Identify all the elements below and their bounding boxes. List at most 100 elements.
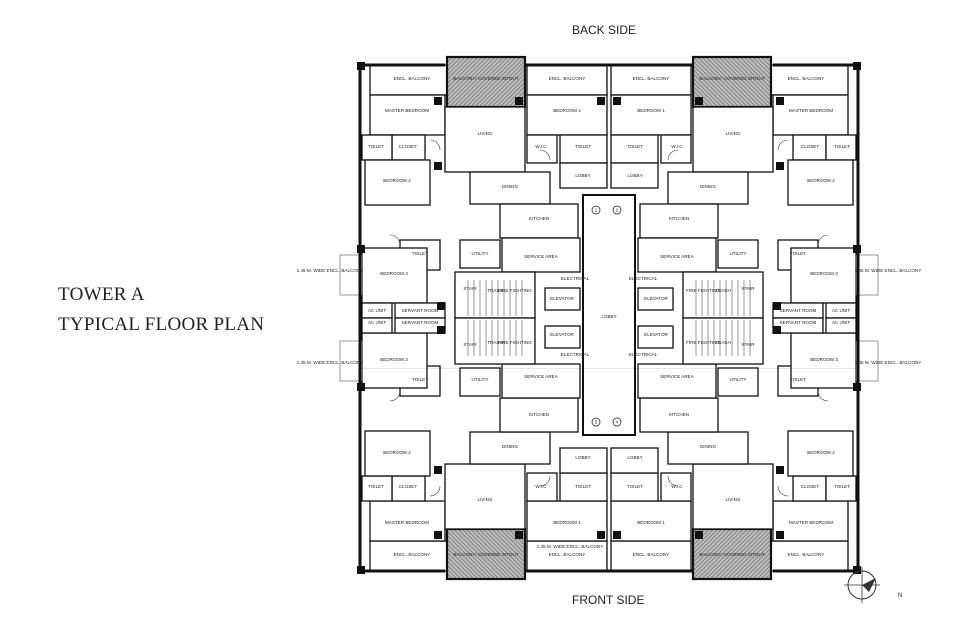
lobby-room (610, 162, 659, 189)
column (853, 245, 861, 253)
room-label-toilet: TOILET (790, 377, 806, 382)
ac-unit-room (361, 317, 393, 334)
room-label-balcony-sitout: BALCONY/ COVERED SITOUT (699, 552, 764, 557)
closet-room (792, 134, 827, 161)
room-label-trash: TRASH (487, 340, 503, 345)
room-label-toilet: TOILET (790, 251, 806, 256)
column (776, 97, 784, 105)
elevator-room (544, 287, 581, 311)
room-label-stair: STAIR (741, 286, 755, 291)
side-balcony (855, 340, 879, 382)
bedroom-3-room (790, 247, 857, 304)
room-label-stair: STAIR (741, 342, 755, 347)
door-swing (777, 139, 789, 151)
room-label-bedroom-1: BEDROOM 1 (637, 108, 665, 113)
dining-room (667, 171, 749, 205)
dining-room (469, 431, 551, 465)
room-label-toilet: TOILET (834, 144, 850, 149)
utility-room (459, 239, 501, 269)
utility-room (717, 239, 759, 269)
lift-number: 4 (616, 420, 619, 425)
utility-room (459, 367, 501, 397)
room-label-living: LIVING (477, 131, 492, 136)
room-label-dining: DINING (700, 444, 717, 449)
side-balcony (339, 254, 363, 296)
room-label-master-bedroom: MASTER BEDROOM (789, 108, 833, 113)
room-label-bedroom-1: BEDROOM 1 (637, 520, 665, 525)
room-label-service-area: SERVICE AREA (524, 254, 559, 259)
service-area-room (637, 363, 717, 399)
column (434, 162, 442, 170)
column (695, 531, 703, 539)
room-label-lobby: LOBBY (575, 455, 590, 460)
kitchen-room (499, 203, 579, 239)
door-swing (539, 149, 551, 161)
column (773, 302, 781, 310)
room-label-wic: W.I.C (671, 484, 683, 489)
lift-lobby-corridor (582, 194, 636, 436)
side-balcony (855, 254, 879, 296)
outer-wall (609, 63, 860, 318)
room-label-living: LIVING (725, 131, 740, 136)
room-label-balcony-sitout: BALCONY/ COVERED SITOUT (453, 552, 518, 557)
room-label-toilet: TOILET (368, 144, 384, 149)
room-label-elevator: ELEVATOR (550, 332, 574, 337)
room-label-ac: AC UNIT (832, 308, 851, 313)
room-label-service-area: SERVICE AREA (660, 374, 695, 379)
room-label-living: LIVING (477, 497, 492, 502)
room-label-closet: CLOSET (801, 144, 820, 149)
room-label-master-bedroom: MASTER BEDROOM (789, 520, 833, 525)
wic-room (660, 134, 692, 164)
room-label-living: LIVING (725, 497, 740, 502)
unit-back-right (609, 55, 879, 319)
servant-room-room (394, 317, 446, 334)
room-label-servant-room: SERVANT ROOM (780, 320, 817, 325)
outer-wall (358, 63, 609, 318)
balcony-sitout-room (445, 55, 527, 109)
room-label-dining: DINING (700, 184, 717, 189)
living-room (692, 463, 774, 530)
kitchen-room (639, 397, 719, 433)
room-label-encl-balcony: ENCL. BALCONY (394, 552, 431, 557)
room-label-lobby: LOBBY (575, 173, 590, 178)
lobby-room (559, 447, 608, 474)
lift-lobby-label: LOBBY (601, 314, 616, 319)
column (515, 531, 523, 539)
room-label-bedroom-3: BEDROOM 3 (810, 271, 838, 276)
encl-balcony-room (762, 540, 849, 572)
door-swing (389, 234, 401, 246)
room-label-closet: CLOSET (399, 484, 418, 489)
column (357, 566, 365, 574)
column (357, 62, 365, 70)
back-side-label: BACK SIDE (572, 23, 637, 37)
column (434, 531, 442, 539)
lift-number-marker (591, 205, 601, 215)
lift-number: 2 (616, 208, 619, 213)
column (613, 97, 621, 105)
room-label-bedroom-2: BEDROOM 2 (807, 450, 835, 455)
room-label-master-bedroom: MASTER BEDROOM (385, 520, 429, 525)
room-label-utility: UTILITY (471, 377, 488, 382)
column (597, 97, 605, 105)
room-label-trash: TRASH (715, 288, 731, 293)
stair-room (682, 271, 764, 319)
room-label-side-balcony: 1.45 M. WIDE ENCL. BALCONY (297, 360, 364, 365)
room-label-elevator: ELEVATOR (644, 332, 668, 337)
room-label-electrical: ELECTRICAL (561, 276, 590, 281)
room-label-side-balcony: 1.45 M. WIDE ENCL. BALCONY (855, 360, 922, 365)
elevator-room (637, 287, 674, 311)
room-label-encl-balcony: ENCL. BALCONY (788, 552, 825, 557)
room-label-servant-room: SERVANT ROOM (780, 308, 817, 313)
room-label-fire-fighting: FIRE FIGHTING (498, 288, 532, 293)
column (434, 466, 442, 474)
room-label-encl-balcony: ENCL. BALCONY (549, 76, 586, 81)
column (776, 162, 784, 170)
room-label-toilet: TOILET (575, 484, 591, 489)
room-label-toilet: TOILET (368, 484, 384, 489)
kitchen-room (639, 203, 719, 239)
balcony-sitout-room (691, 55, 773, 109)
elevator-room (544, 325, 581, 349)
door-swing (539, 475, 551, 487)
master-bedroom-room (369, 94, 446, 136)
room-label-lobby: LOBBY (627, 455, 642, 460)
